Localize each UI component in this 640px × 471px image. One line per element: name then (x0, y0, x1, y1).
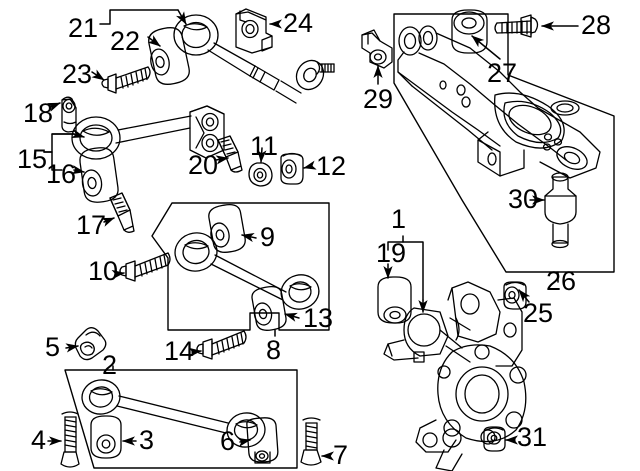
bolt-28 (494, 14, 539, 38)
callout-5[interactable]: 5 (45, 332, 61, 362)
trailing-arm-assembly (174, 232, 320, 310)
bushing-16 (79, 147, 119, 203)
bushing-3 (90, 415, 122, 459)
callout-4[interactable]: 4 (31, 425, 47, 455)
lower-control-arm-group-box (393, 13, 615, 273)
callout-17[interactable]: 17 (76, 210, 107, 240)
callout-28[interactable]: 28 (581, 10, 612, 40)
callout-12[interactable]: 12 (316, 151, 347, 181)
leader-lines (43, 9, 579, 461)
callout-10[interactable]: 10 (88, 256, 119, 286)
bolt-14 (196, 330, 247, 360)
callout-8[interactable]: 8 (266, 335, 282, 365)
callout-29[interactable]: 29 (363, 84, 394, 114)
callout-25[interactable]: 25 (523, 298, 554, 328)
callout-13[interactable]: 13 (303, 303, 334, 333)
nut-12 (280, 152, 304, 185)
callout-2[interactable]: 2 (102, 350, 118, 380)
bushing-27 (451, 9, 488, 54)
bolt-4 (60, 411, 80, 468)
callout-6[interactable]: 6 (220, 426, 236, 456)
callout-22[interactable]: 22 (110, 26, 141, 56)
bolt-17 (109, 192, 135, 233)
callout-1[interactable]: 1 (391, 204, 407, 234)
callout-30[interactable]: 30 (508, 184, 539, 214)
bushing-19 (377, 276, 412, 324)
callout-3[interactable]: 3 (139, 425, 155, 455)
callout-14[interactable]: 14 (164, 336, 195, 366)
callout-19[interactable]: 19 (376, 238, 407, 268)
callout-24[interactable]: 24 (283, 8, 314, 38)
callout-31[interactable]: 31 (517, 422, 548, 452)
lateral-arm-group-box (64, 369, 298, 469)
bushing-22 (148, 27, 190, 85)
steering-knuckle (383, 281, 527, 471)
callout-11[interactable]: 11 (250, 131, 279, 161)
bolt-10 (119, 252, 171, 282)
callout-27[interactable]: 27 (487, 58, 518, 88)
callout-18[interactable]: 18 (23, 98, 54, 128)
callout-9[interactable]: 9 (260, 222, 276, 252)
bracket-24 (235, 8, 273, 54)
callout-21[interactable]: 21 (68, 13, 99, 43)
bolt-20 (217, 135, 243, 173)
callout-23[interactable]: 23 (62, 59, 93, 89)
upper-arm-assembly (71, 105, 225, 160)
lower-control-arm (397, 25, 601, 179)
bushing-13 (251, 285, 287, 331)
clip-retainer-29 (361, 29, 393, 69)
upper-control-arm-assembly (173, 14, 335, 104)
bolt-23 (101, 66, 151, 94)
lateral-arm-assembly (81, 379, 266, 448)
bolt-7 (300, 417, 322, 466)
link-end-18 (61, 96, 77, 133)
bushing-6 (246, 417, 279, 464)
callout-15[interactable]: 15 (17, 144, 48, 174)
nut-31 (483, 426, 506, 452)
callout-26[interactable]: 26 (546, 266, 577, 296)
washer-11 (248, 162, 273, 187)
callout-20[interactable]: 20 (188, 150, 219, 180)
ball-joint-30 (544, 172, 577, 249)
bushing-9 (208, 204, 246, 253)
callout-7[interactable]: 7 (333, 440, 349, 470)
trailing-arm-group-box (151, 202, 330, 331)
callout-16[interactable]: 16 (46, 159, 77, 189)
